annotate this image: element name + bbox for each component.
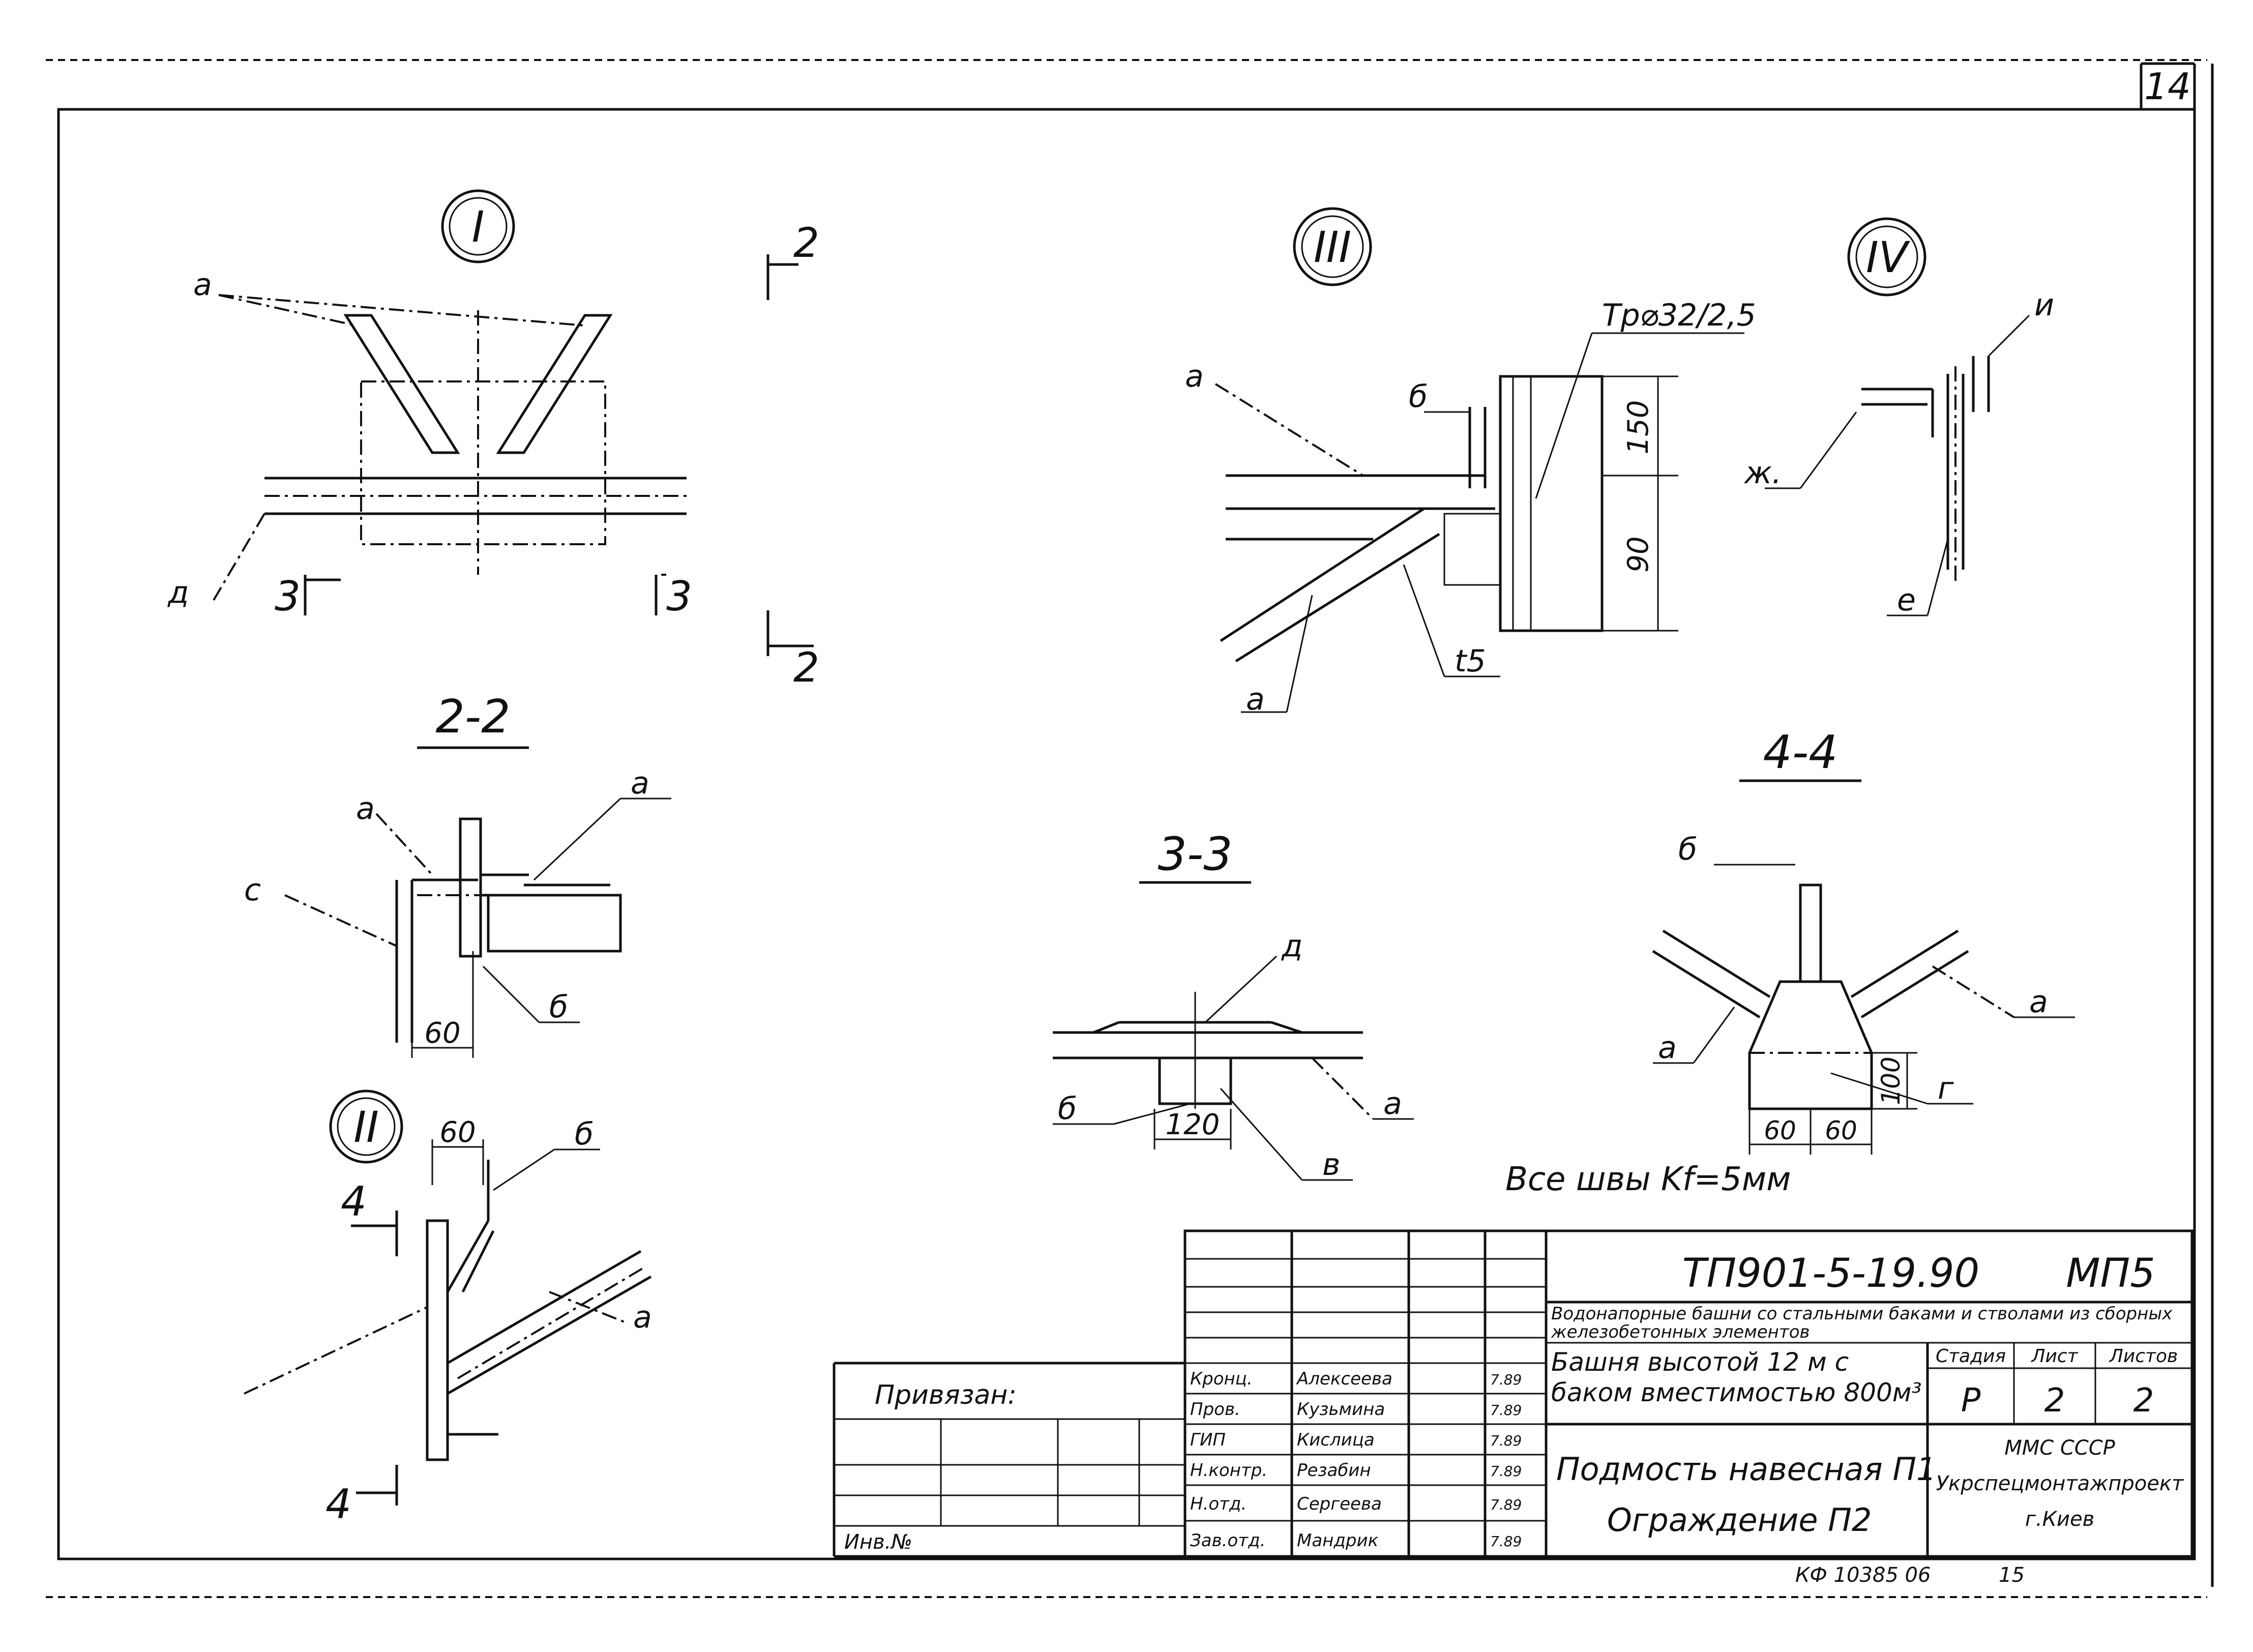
section-3-3-label-a: а <box>1383 1086 1402 1122</box>
view-2-cut-4-bottom: 4 <box>325 1481 351 1528</box>
section-2-2: 2-2 60 а а с б <box>244 690 671 1058</box>
view-2-label-b: б <box>575 1116 594 1152</box>
section-3-3: 3-3 120 д б а в <box>1053 828 1414 1183</box>
tb-org-1: ММС СССР <box>2004 1436 2115 1460</box>
section-3-3-label-b: б <box>1058 1091 1077 1127</box>
view-2-dim-60: 60 <box>439 1116 476 1149</box>
view-2-label-a: а <box>633 1300 652 1335</box>
tb-name-6: Мандрик <box>1297 1530 1379 1551</box>
tb-sheets: 2 <box>2133 1382 2154 1420</box>
tb-inv: Инв.№ <box>844 1530 912 1554</box>
view-3-label-a1: а <box>1185 359 1204 394</box>
tb-stage: Р <box>1961 1382 1981 1420</box>
view-3-dim-90: 90 <box>1622 536 1655 572</box>
section-2-2-label-b: б <box>549 989 568 1025</box>
tb-date-5: 7.89 <box>1490 1496 1522 1513</box>
section-4-4-dim-60b: 60 <box>1825 1116 1857 1145</box>
tb-name-5: Сергеева <box>1297 1494 1382 1514</box>
view-1-label-a: a <box>193 267 212 303</box>
section-3-3-dim-120: 120 <box>1166 1108 1220 1141</box>
view-4-label-i: и <box>2034 287 2054 323</box>
view-3-label-a2: а <box>1246 682 1265 717</box>
footer-code: КФ 10385 06 <box>1795 1563 1931 1587</box>
tb-name-1: Алексеева <box>1296 1369 1392 1389</box>
tb-object: Башня высотой 12 м с баком вместимостью … <box>1551 1347 1922 1407</box>
tb-name-4: Резабин <box>1297 1460 1371 1481</box>
section-4-4-label-a2: а <box>2029 984 2048 1020</box>
section-2-2-label-a1: а <box>356 791 375 827</box>
sheet-number: 14 <box>2144 65 2191 108</box>
view-4-label-zh: ж. <box>1743 455 1782 491</box>
tb-role-1: Кронц. <box>1190 1369 1253 1389</box>
view-2-cut-4-top: 4 <box>341 1178 367 1225</box>
section-4-4-label-b: б <box>1678 832 1697 867</box>
tb-role-6: Зав.отд. <box>1190 1530 1265 1551</box>
view-1-cut-2-bottom: 2 <box>793 644 819 691</box>
section-2-2-label-c: с <box>244 872 261 908</box>
view-3-label-t5: t5 <box>1455 643 1486 679</box>
tb-date-2: 7.89 <box>1490 1402 1522 1419</box>
section-4-4-dim-60a: 60 <box>1764 1116 1796 1145</box>
view-4-marker: IV <box>1866 232 1911 282</box>
tb-sheets-head: Листов <box>2109 1346 2178 1367</box>
section-2-2-label-a2: а <box>631 765 649 801</box>
view-3-label-pipe: Тр⌀32/2,5 <box>1602 298 1756 333</box>
section-3-3-label-v: в <box>1322 1147 1340 1183</box>
view-4: IV и ж. е <box>1743 217 2054 618</box>
view-1: I a д 3 3 2 2 <box>167 189 819 691</box>
view-1-marker: I <box>472 202 485 252</box>
tb-name-3: Кислица <box>1297 1430 1375 1450</box>
weld-note: Все швы Kf=5мм <box>1505 1161 1791 1198</box>
tb-name-2: Кузьмина <box>1297 1399 1385 1420</box>
view-3-label-b: б <box>1409 379 1428 415</box>
section-2-2-title: 2-2 <box>436 690 511 744</box>
tb-date-3: 7.89 <box>1490 1432 1522 1449</box>
tb-org-3: г.Киев <box>2025 1508 2094 1531</box>
view-1-cut-2-top: 2 <box>793 219 819 267</box>
view-1-cut-3-right: 3 <box>666 573 692 620</box>
tb-date-4: 7.89 <box>1490 1463 1522 1480</box>
tb-sheet-title-1: Подмость навесная П1 <box>1556 1451 1936 1488</box>
sheet-frame <box>46 59 2214 1598</box>
tb-sheet-head: Лист <box>2030 1346 2078 1367</box>
tb-date-1: 7.89 <box>1490 1371 1522 1388</box>
view-3: III 150 90 Тр⌀32/2,5 а б а t5 <box>1185 207 1756 717</box>
tb-role-5: Н.отд. <box>1190 1494 1247 1514</box>
section-4-4-title: 4-4 <box>1763 726 1838 779</box>
tb-code: ТП901-5-19.90 <box>1682 1251 1979 1296</box>
tb-role-3: ГИП <box>1190 1430 1226 1450</box>
tb-privyazan: Привязан: <box>875 1380 1017 1410</box>
view-1-cut-3-left: 3 <box>275 573 301 620</box>
section-4-4: 4-4 60 60 100 б а а г <box>1652 726 2075 1155</box>
tb-sheet: 2 <box>2044 1382 2065 1420</box>
view-2: II 60 б 4 4 а <box>244 1089 652 1528</box>
tb-stage-head: Стадия <box>1936 1346 2006 1367</box>
section-4-4-label-g: г <box>1938 1071 1954 1106</box>
section-4-4-dim-100: 100 <box>1876 1056 1906 1105</box>
title-block: ТП901-5-19.90 МП5 Водонапорные башни со … <box>833 1229 2193 1558</box>
section-2-2-dim-60: 60 <box>424 1017 460 1050</box>
tb-role-2: Пров. <box>1190 1399 1240 1420</box>
view-2-marker: II <box>353 1102 379 1152</box>
view-3-marker: III <box>1314 222 1351 272</box>
section-3-3-title: 3-3 <box>1158 828 1233 881</box>
tb-sheet-title-2: Ограждение П2 <box>1607 1501 1872 1539</box>
view-3-dim-150: 150 <box>1622 400 1655 455</box>
tb-role-4: Н.контр. <box>1190 1460 1267 1481</box>
tb-date-6: 7.89 <box>1490 1533 1522 1550</box>
tb-project: Водонапорные башни со стальными баками и… <box>1551 1305 2173 1342</box>
view-1-label-d: д <box>167 575 189 610</box>
tb-org-2: Укрспецмонтажпроект <box>1936 1472 2184 1495</box>
section-4-4-label-a1: а <box>1658 1030 1677 1066</box>
footer-num: 15 <box>1999 1563 2025 1587</box>
tb-mark: МП5 <box>2066 1251 2155 1296</box>
view-4-label-e: е <box>1897 582 1916 618</box>
section-3-3-label-d: д <box>1281 928 1302 964</box>
